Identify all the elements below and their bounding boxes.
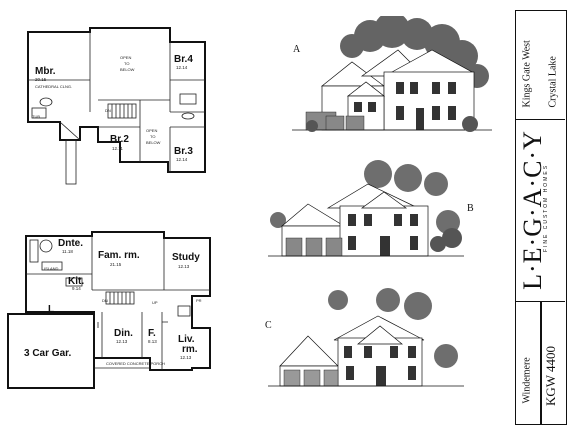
upper-dn-label: DN xyxy=(105,108,111,113)
master-bedroom-label: Mbr. xyxy=(35,66,56,77)
city-name: Crystal Lake xyxy=(547,56,559,108)
study-label: Study xyxy=(172,252,200,263)
open-below-mid-3: BELOW xyxy=(146,140,161,145)
elevation-b-drawing xyxy=(268,160,464,257)
study-size: 12.13 xyxy=(178,264,190,269)
bedroom2-size: 12.11 xyxy=(112,146,123,151)
logo-cell: L·E·G·A·C·Y FINE CUSTOM HOMES xyxy=(516,119,565,302)
kitchen-label: Kit. xyxy=(68,276,84,287)
elevation-b-letter: B xyxy=(467,203,474,214)
living-room-label-2: rm. xyxy=(182,344,198,355)
elevation-c-letter: C xyxy=(265,320,272,331)
open-to-below-1: OPEN xyxy=(120,55,131,60)
upper-floor-plan: Mbr. 20.15 CATHEDRAL CLNG. TUB OPEN TO B… xyxy=(27,27,206,185)
master-bedroom-size: 20.15 xyxy=(35,77,47,82)
community-cell: Kings Gate West Crystal Lake xyxy=(516,11,565,120)
powder-room-label: PR xyxy=(196,298,202,303)
main-dn-label: DN xyxy=(102,298,108,303)
bedroom3-label: Br.3 xyxy=(174,146,193,157)
family-room-size: 21.15 xyxy=(110,262,122,267)
elevation-a-drawing xyxy=(292,16,492,132)
laundry-label: L xyxy=(48,304,54,315)
elevation-c-drawing xyxy=(268,288,464,387)
porch-label: COVERED CONCRETE PORCH xyxy=(106,361,165,366)
master-ceiling-note: CATHEDRAL CLNG. xyxy=(35,84,72,89)
garage-label: 3 Car Gar. xyxy=(24,348,71,359)
bedroom4-size: 12.14 xyxy=(176,65,188,70)
title-block: Kings Gate West Crystal Lake L·E·G·A·C·Y… xyxy=(515,10,567,425)
foyer-size: 8.13 xyxy=(148,339,157,344)
open-to-below-2: TO xyxy=(124,61,129,66)
model-name: Windemere xyxy=(521,357,533,404)
open-below-mid-1: OPEN xyxy=(146,128,157,133)
bedroom3-size: 12.14 xyxy=(176,157,188,162)
main-up-label: UP xyxy=(152,300,158,305)
tub-label: TUB xyxy=(32,114,40,119)
dining-label: Din. xyxy=(114,328,133,339)
logo-tagline: FINE CUSTOM HOMES xyxy=(543,163,549,253)
foyer-label: F. xyxy=(148,328,156,339)
bedroom2-label: Br.2 xyxy=(110,134,129,145)
island-label: ISLAND xyxy=(44,266,59,271)
elevation-a-letter: A xyxy=(293,44,301,55)
open-to-below-3: BELOW xyxy=(120,67,135,72)
bedroom4-label: Br.4 xyxy=(174,54,193,65)
dinette-size: 11.18 xyxy=(62,249,73,254)
community-name: Kings Gate West xyxy=(521,40,533,108)
model-cell-divider xyxy=(540,301,542,424)
family-room-label: Fam. rm. xyxy=(98,250,140,261)
open-below-mid-2: TO xyxy=(150,134,155,139)
main-floor-plan: Dnte. 11.18 Fam. rm. 21.15 Study 12.13 I… xyxy=(7,231,211,389)
model-code: KGW 4400 xyxy=(543,345,558,406)
living-room-label: Liv. xyxy=(178,334,195,345)
kitchen-size: 9.14 xyxy=(72,286,81,291)
living-room-size: 12.13 xyxy=(180,355,192,360)
dinette-label: Dnte. xyxy=(58,238,83,249)
dining-size: 12.13 xyxy=(116,339,128,344)
